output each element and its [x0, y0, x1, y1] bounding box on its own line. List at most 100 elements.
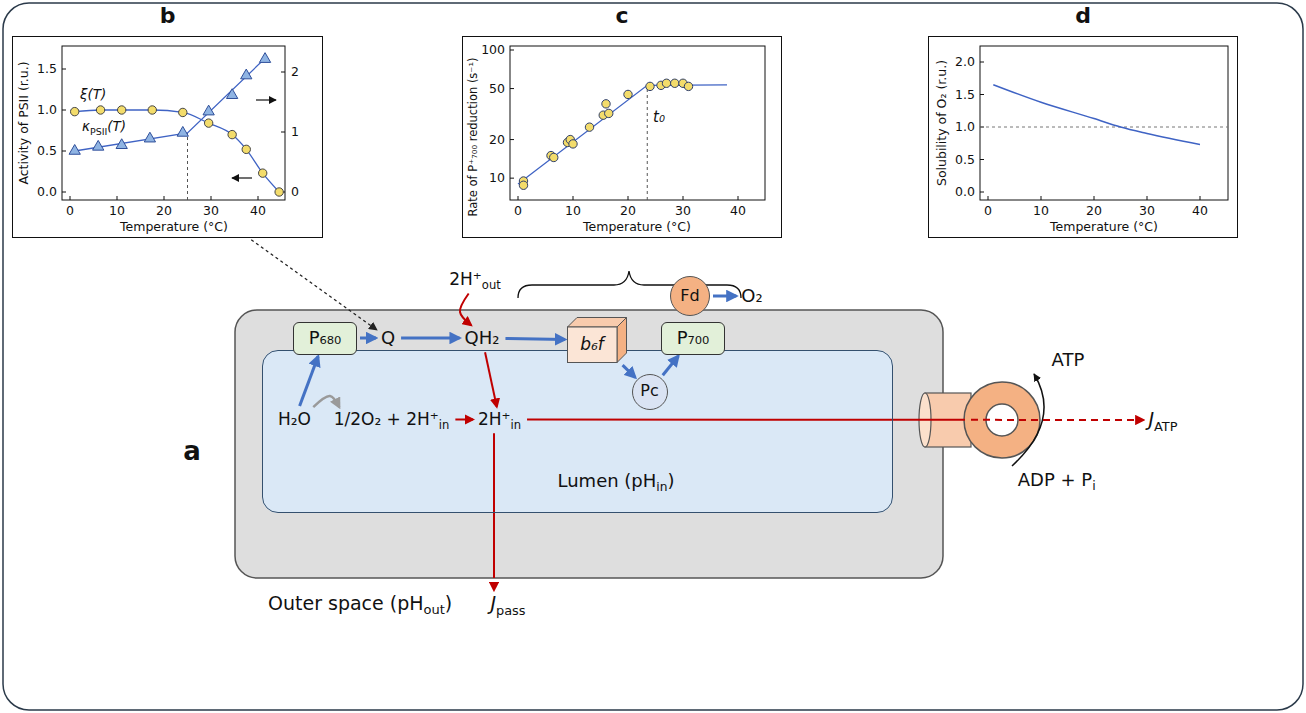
- species-label: QH₂: [462, 327, 503, 350]
- text-group: P₇₀₀: [677, 328, 710, 349]
- node-text: Fd: [680, 286, 699, 305]
- text-group: c: [615, 3, 628, 28]
- axis-tick: [1094, 196, 1095, 200]
- node-text: b: [160, 3, 176, 28]
- text-group: b₆f: [580, 335, 604, 355]
- data-point: [144, 132, 155, 142]
- figure-label: Temperature (°C): [1050, 220, 1158, 234]
- data-point: [177, 126, 188, 136]
- data-point: [93, 140, 104, 150]
- data-point: [624, 90, 632, 98]
- figure-label: i: [1092, 479, 1095, 493]
- figure-label: (T): [107, 119, 126, 135]
- data-point: [203, 105, 214, 115]
- figure-label: Rate of P⁺₇₀₀ reduction (s⁻¹): [467, 57, 480, 216]
- plot-frame: [980, 46, 1228, 200]
- lumen-region: Lumen (pHin)PcH₂O1/2O₂ + 2H⁺in2H⁺in: [262, 350, 893, 513]
- cytochrome-cube: b₆f: [567, 317, 627, 363]
- data-point: [241, 69, 252, 79]
- node-text: pass: [496, 603, 526, 618]
- species-label: O₂: [738, 285, 765, 308]
- data-point: [179, 108, 187, 116]
- cube-front: [568, 327, 618, 363]
- axis-tick: [980, 192, 984, 193]
- figure-label: κ: [82, 119, 90, 135]
- figure-label: 10: [565, 204, 581, 218]
- data-point: [118, 106, 126, 114]
- node-text: Lumen (pH: [557, 470, 656, 491]
- figure-label: 40: [730, 204, 746, 218]
- data-point: [646, 82, 654, 90]
- thylakoid-membrane: [235, 310, 943, 578]
- node-text: O₂: [741, 285, 762, 306]
- chart-data: [62, 50, 1228, 200]
- figure-label: ATP: [1052, 350, 1085, 371]
- node-text: ATP: [1154, 419, 1178, 434]
- node-text: P₆₈₀: [309, 327, 342, 348]
- text-group: 2H⁺out: [449, 270, 501, 290]
- text-group: d: [1075, 3, 1091, 28]
- flow-arrow: [485, 352, 497, 406]
- flow-arrow: [313, 396, 339, 407]
- figure-label: 0.0: [955, 185, 975, 199]
- figure-label: 1.5: [37, 62, 57, 76]
- figure-label: Outer space (pH: [268, 593, 424, 615]
- axis-tick: [62, 110, 66, 111]
- figure-label: 1.0: [955, 120, 975, 134]
- node-text: QH₂: [465, 327, 500, 348]
- node-text: J: [1148, 408, 1154, 430]
- figure-label: 20: [620, 204, 636, 218]
- figure-label: 30: [1139, 204, 1155, 218]
- text-group: 2H⁺in: [478, 410, 521, 430]
- species-label: H₂O: [275, 409, 314, 431]
- figure-label: 2: [291, 65, 299, 79]
- axis-tick: [62, 151, 66, 152]
- figure-label: out: [424, 603, 445, 618]
- figure-label: 10: [109, 204, 125, 218]
- node-text: out: [482, 278, 501, 292]
- flow-arrow: [527, 419, 1143, 421]
- figure-label: 2.0: [955, 55, 975, 69]
- axis-tick: [988, 196, 989, 200]
- axis-tick: [683, 196, 684, 200]
- figure-label: 1: [291, 125, 299, 139]
- data-point: [116, 139, 127, 149]
- data-point: [662, 79, 670, 87]
- text-group: Q: [381, 328, 395, 349]
- node-text: Pc: [640, 381, 658, 400]
- figure-label: 0: [514, 204, 522, 218]
- atp-arrow: [1012, 374, 1044, 466]
- text-group: Lumen (pHin): [557, 471, 674, 492]
- data-point: [671, 79, 679, 87]
- flow-arrow: [455, 418, 473, 420]
- text-group: QH₂: [465, 328, 500, 349]
- axis-tick: [1041, 196, 1042, 200]
- node-text: ): [667, 470, 674, 491]
- figure-label: ADP + P: [1018, 470, 1092, 491]
- node-text: 2H⁺: [478, 409, 511, 429]
- axis-tick: [510, 178, 514, 179]
- figure-label: 0: [291, 185, 299, 199]
- axis-tick: [980, 62, 984, 63]
- lumen-fill: [262, 350, 893, 513]
- axis-tick: [1147, 196, 1148, 200]
- figure-label: 40: [250, 204, 266, 218]
- axis-tick: [1200, 196, 1201, 200]
- cube-side: [617, 318, 627, 363]
- flux-label: Jpass: [487, 592, 528, 616]
- data-point: [259, 53, 270, 63]
- node-text: in: [439, 418, 450, 432]
- data-point: [550, 153, 558, 161]
- figure-label: 10: [489, 171, 505, 185]
- species-label: Q: [378, 327, 398, 350]
- figure-label: ξ(T): [80, 87, 106, 103]
- axis-tick: [281, 132, 285, 133]
- data-point: [684, 82, 692, 90]
- figure-label: 100: [481, 43, 505, 57]
- text-group: JATP: [1148, 409, 1177, 431]
- text-group: H₂O: [278, 410, 311, 430]
- flow-arrow: [505, 338, 565, 339]
- figure-label: 20: [1086, 204, 1102, 218]
- figure-label: 0.0: [37, 185, 57, 199]
